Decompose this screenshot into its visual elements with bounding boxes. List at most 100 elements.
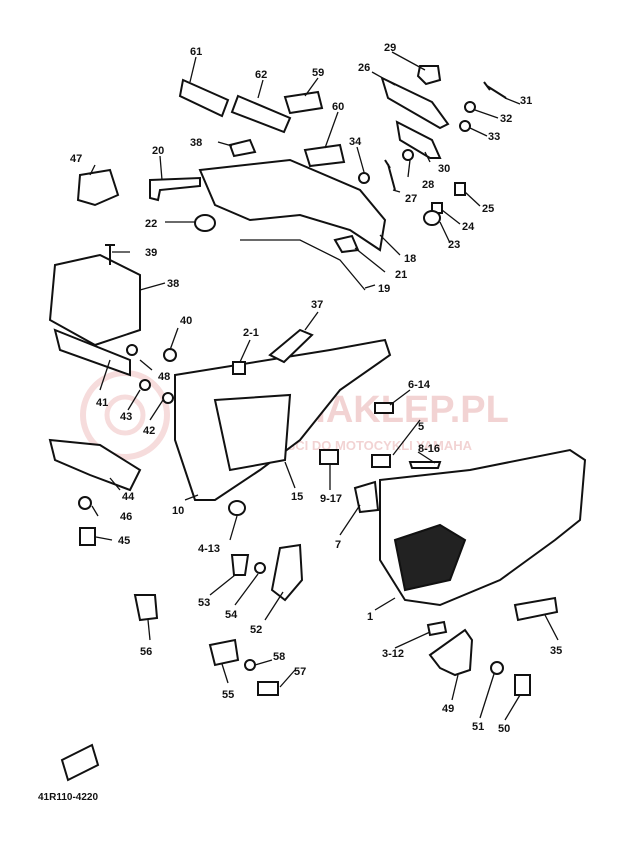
part-37-shape	[268, 328, 314, 364]
callout-43: 43	[120, 411, 132, 423]
callout-48: 48	[158, 371, 170, 383]
callout-21: 21	[395, 269, 407, 281]
part-61-shape	[178, 78, 230, 118]
part-23-shape	[423, 210, 441, 226]
callout-45: 45	[118, 535, 130, 547]
callout-26: 26	[358, 62, 370, 74]
front-arrow-icon	[60, 743, 100, 782]
callout-29: 29	[384, 42, 396, 54]
callout-62: 62	[255, 69, 267, 81]
part-34-shape	[358, 172, 370, 184]
part-50-shape	[514, 674, 531, 696]
part-58-shape	[244, 659, 256, 671]
callout-34: 34	[349, 136, 362, 148]
callout-5: 5	[418, 421, 424, 433]
callouts: 61 62 59 60 29 26 31 32 33 38 34 30 28 2…	[70, 42, 562, 735]
callout-24: 24	[462, 221, 475, 233]
part-49-shape	[428, 628, 474, 677]
callout-56: 56	[140, 646, 152, 658]
callout-27: 27	[405, 193, 417, 205]
callout-31: 31	[520, 95, 532, 107]
part-20-shape	[149, 176, 201, 202]
callout-20: 20	[152, 145, 164, 157]
part-31-shape	[483, 81, 507, 99]
callout-6-14: 6‑14	[408, 379, 431, 391]
part-28-shape	[402, 149, 414, 161]
callout-41: 41	[96, 397, 108, 409]
leader-lines	[89, 51, 559, 721]
part-51-shape	[490, 661, 504, 675]
part-21-shape	[333, 234, 360, 254]
callout-23: 23	[448, 239, 460, 251]
callout-7: 7	[335, 539, 341, 551]
callout-53: 53	[198, 597, 210, 609]
part-drawings	[48, 65, 587, 782]
part-62-shape	[230, 94, 292, 134]
part-19-shape	[240, 239, 366, 291]
callout-51: 51	[472, 721, 484, 733]
callout-9-17: 9‑17	[320, 493, 342, 505]
callout-32: 32	[500, 113, 512, 125]
callout-8-16: 8‑16	[418, 443, 440, 455]
part-41-shape	[53, 328, 131, 377]
part-29-shape	[416, 65, 442, 86]
callout-59: 59	[312, 67, 324, 79]
part-9-17-shape	[319, 449, 339, 465]
callout-44: 44	[122, 491, 135, 503]
part-39-shape	[105, 244, 115, 265]
callout-61: 61	[190, 46, 202, 58]
callout-10: 10	[172, 505, 184, 517]
part-54-shape	[254, 562, 266, 574]
callout-22: 22	[145, 218, 157, 230]
callout-25: 25	[482, 203, 494, 215]
callout-58: 58	[273, 651, 285, 663]
part-48-shape	[126, 344, 138, 356]
part-35-shape	[513, 596, 559, 622]
part-8-16-shape	[408, 461, 442, 469]
part-52-shape	[270, 543, 304, 602]
callout-39: 39	[145, 247, 157, 259]
part-38a-shape	[228, 138, 257, 158]
part-25-shape	[454, 182, 466, 196]
part-27-shape	[384, 159, 396, 191]
part-47-shape	[76, 168, 120, 207]
part-40-shape	[163, 348, 177, 362]
part-2-11-shape	[232, 361, 246, 375]
callout-57: 57	[294, 666, 306, 678]
callout-15: 15	[291, 491, 303, 503]
part-5-shape	[371, 454, 391, 468]
part-26-shape	[380, 76, 450, 130]
callout-4-13: 4‑13	[198, 543, 220, 555]
callout-55: 55	[222, 689, 234, 701]
callout-50: 50	[498, 723, 510, 735]
callout-40: 40	[180, 315, 192, 327]
part-46-shape	[78, 496, 92, 510]
callout-54: 54	[225, 609, 238, 621]
part-30-shape	[395, 120, 442, 159]
callout-60: 60	[332, 101, 344, 113]
part-38b-shape	[48, 253, 141, 347]
callout-46: 46	[120, 511, 132, 523]
part-32-shape	[464, 101, 476, 113]
part-22-shape	[194, 214, 216, 232]
part-55-shape	[208, 638, 240, 667]
callout-3-12: 3‑12	[382, 648, 404, 660]
part-1-vent	[393, 523, 467, 592]
part-57-shape	[257, 681, 279, 696]
part-56-shape	[133, 594, 159, 622]
part-15-shape	[213, 393, 292, 472]
callout-37: 37	[311, 299, 323, 311]
part-43-shape	[139, 379, 151, 391]
callout-42: 42	[143, 425, 155, 437]
part-44-shape	[48, 438, 142, 492]
callout-35: 35	[550, 645, 562, 657]
callout-19: 19	[378, 283, 390, 295]
callout-47: 47	[70, 153, 82, 165]
part-59-shape	[283, 90, 324, 115]
callout-52: 52	[250, 624, 262, 636]
part-42-shape	[162, 392, 174, 404]
part-7-shape	[353, 480, 380, 514]
part-60-shape	[303, 143, 346, 168]
callout-28: 28	[422, 179, 434, 191]
